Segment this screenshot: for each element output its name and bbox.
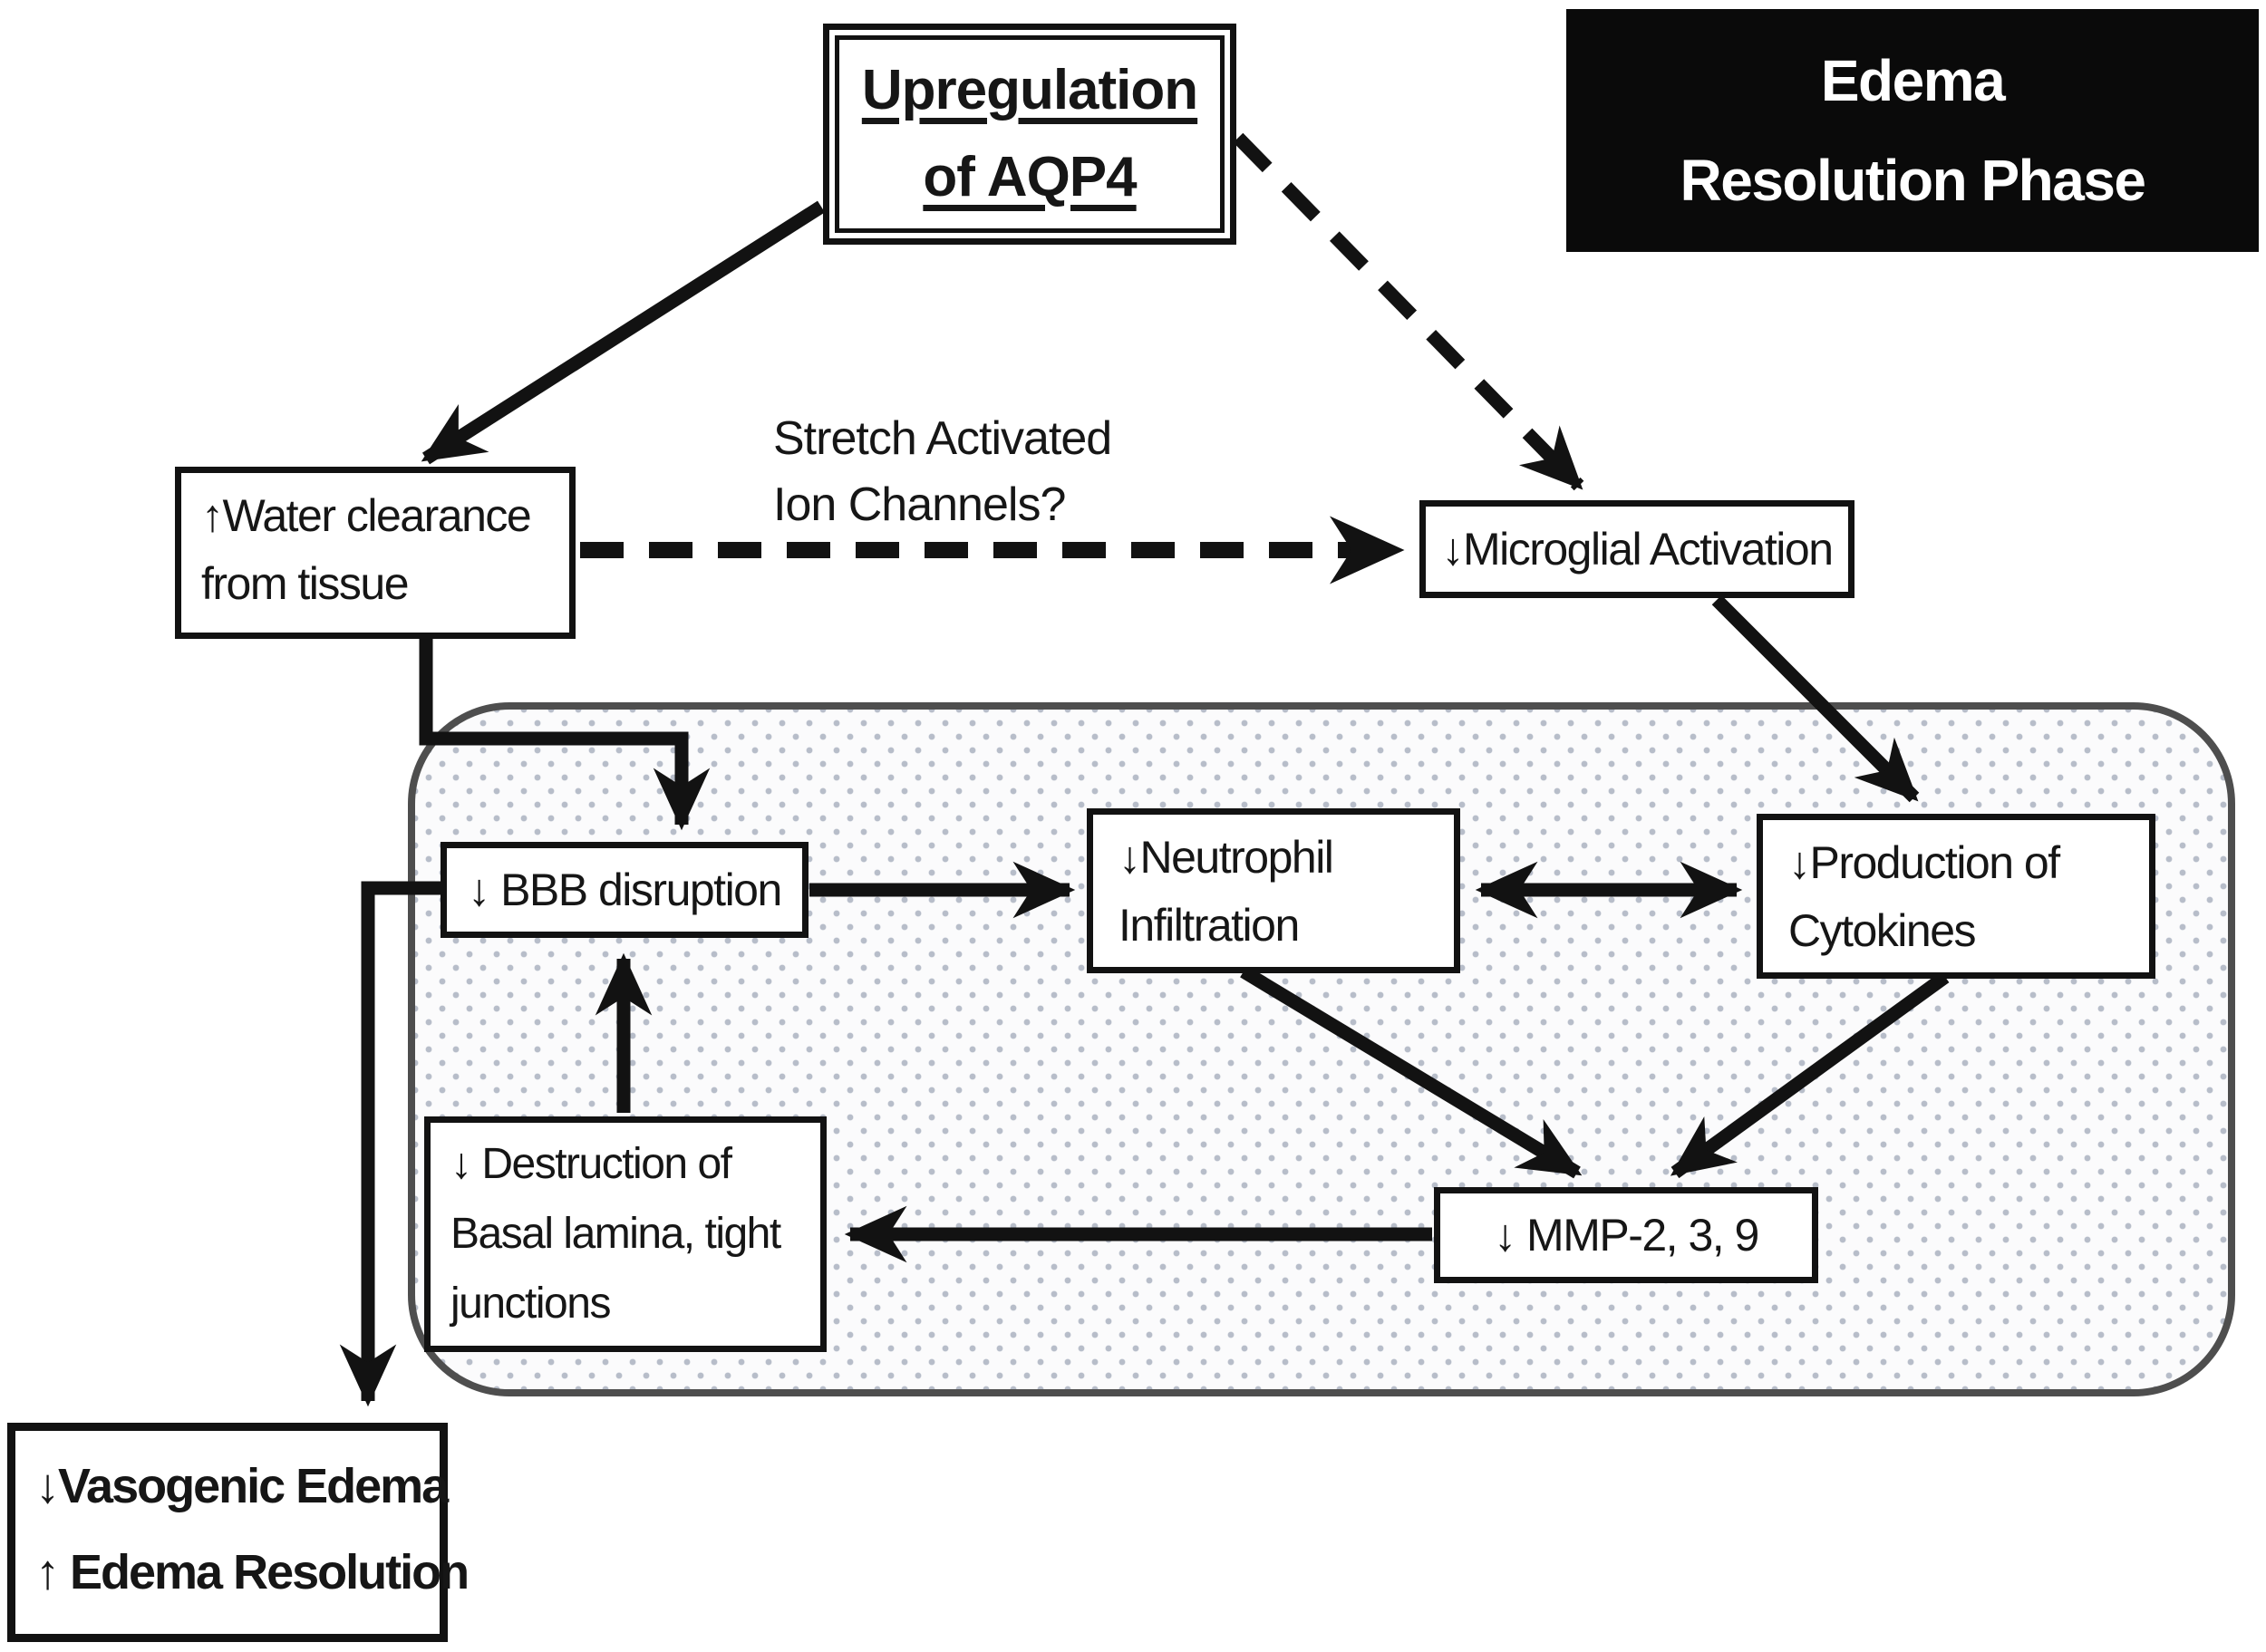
- node-label-line: ↓Production of: [1788, 837, 2060, 888]
- phase-title-line: Resolution Phase: [1680, 148, 2147, 213]
- node-production-of-cytokines: ↓Production of Cytokines: [1757, 814, 2155, 979]
- node-label-line: ↑Water clearance: [201, 490, 532, 541]
- node-label-line: ↓Vasogenic Edema: [35, 1459, 449, 1513]
- node-water-clearance: ↑Water clearance from tissue: [175, 467, 576, 639]
- node-destruction-basal-lamina: ↓ Destruction of Basal lamina, tight jun…: [424, 1116, 827, 1352]
- node-upregulation-aqp4: Upregulation of AQP4: [823, 24, 1236, 245]
- node-label-line: ↓Microglial Activation: [1441, 523, 1834, 575]
- node-label-line: Cytokines: [1788, 905, 1977, 956]
- edge-microglial-cytokines: [1711, 594, 1920, 803]
- node-bbb-disruption: ↓ BBB disruption: [441, 842, 809, 938]
- node-label-line: ↓ Destruction of: [450, 1140, 732, 1188]
- node-label-line: ↓Neutrophil: [1118, 832, 1334, 883]
- node-label-line: from tissue: [201, 558, 410, 609]
- edge-water-bbb: [419, 636, 711, 831]
- annotation-ion-channels: Stretch Activated Ion Channels?: [773, 406, 1112, 538]
- node-microglial-activation: ↓Microglial Activation: [1419, 500, 1854, 598]
- annotation-line: Stretch Activated: [773, 412, 1112, 465]
- node-neutrophil-infiltration: ↓Neutrophil Infiltration: [1087, 808, 1460, 973]
- node-label-line: Infiltration: [1118, 900, 1300, 951]
- node-edema-outcome: ↓Vasogenic Edema ↑ Edema Resolution: [7, 1423, 470, 1642]
- edge-cytokines-mmp: [1670, 971, 1950, 1179]
- node-label-line: junctions: [450, 1279, 611, 1328]
- edge-neutrophil-mmp: [1240, 965, 1583, 1179]
- annotation-line: Ion Channels?: [773, 478, 1066, 531]
- phase-title-line: Edema: [1820, 47, 2006, 113]
- node-label-line: ↑ Edema Resolution: [35, 1544, 470, 1599]
- node-mmp-2-3-9: ↓ MMP-2, 3, 9: [1434, 1187, 1818, 1283]
- phase-title-box: Edema Resolution Phase: [1566, 9, 2259, 252]
- node-label-line: ↓ MMP-2, 3, 9: [1494, 1209, 1759, 1261]
- node-upregulation-aqp4-inner-border: Upregulation of AQP4: [835, 35, 1225, 233]
- edge-aqp4-water: [421, 200, 826, 465]
- edge-bbb-outcome: [339, 881, 442, 1407]
- node-label-line: of AQP4: [923, 146, 1137, 208]
- edge-aqp4-microglial: [1233, 132, 1584, 491]
- node-label-line: ↓ BBB disruption: [468, 864, 782, 915]
- node-label-line: Basal lamina, tight: [450, 1209, 781, 1258]
- node-label-line: Upregulation: [861, 58, 1198, 121]
